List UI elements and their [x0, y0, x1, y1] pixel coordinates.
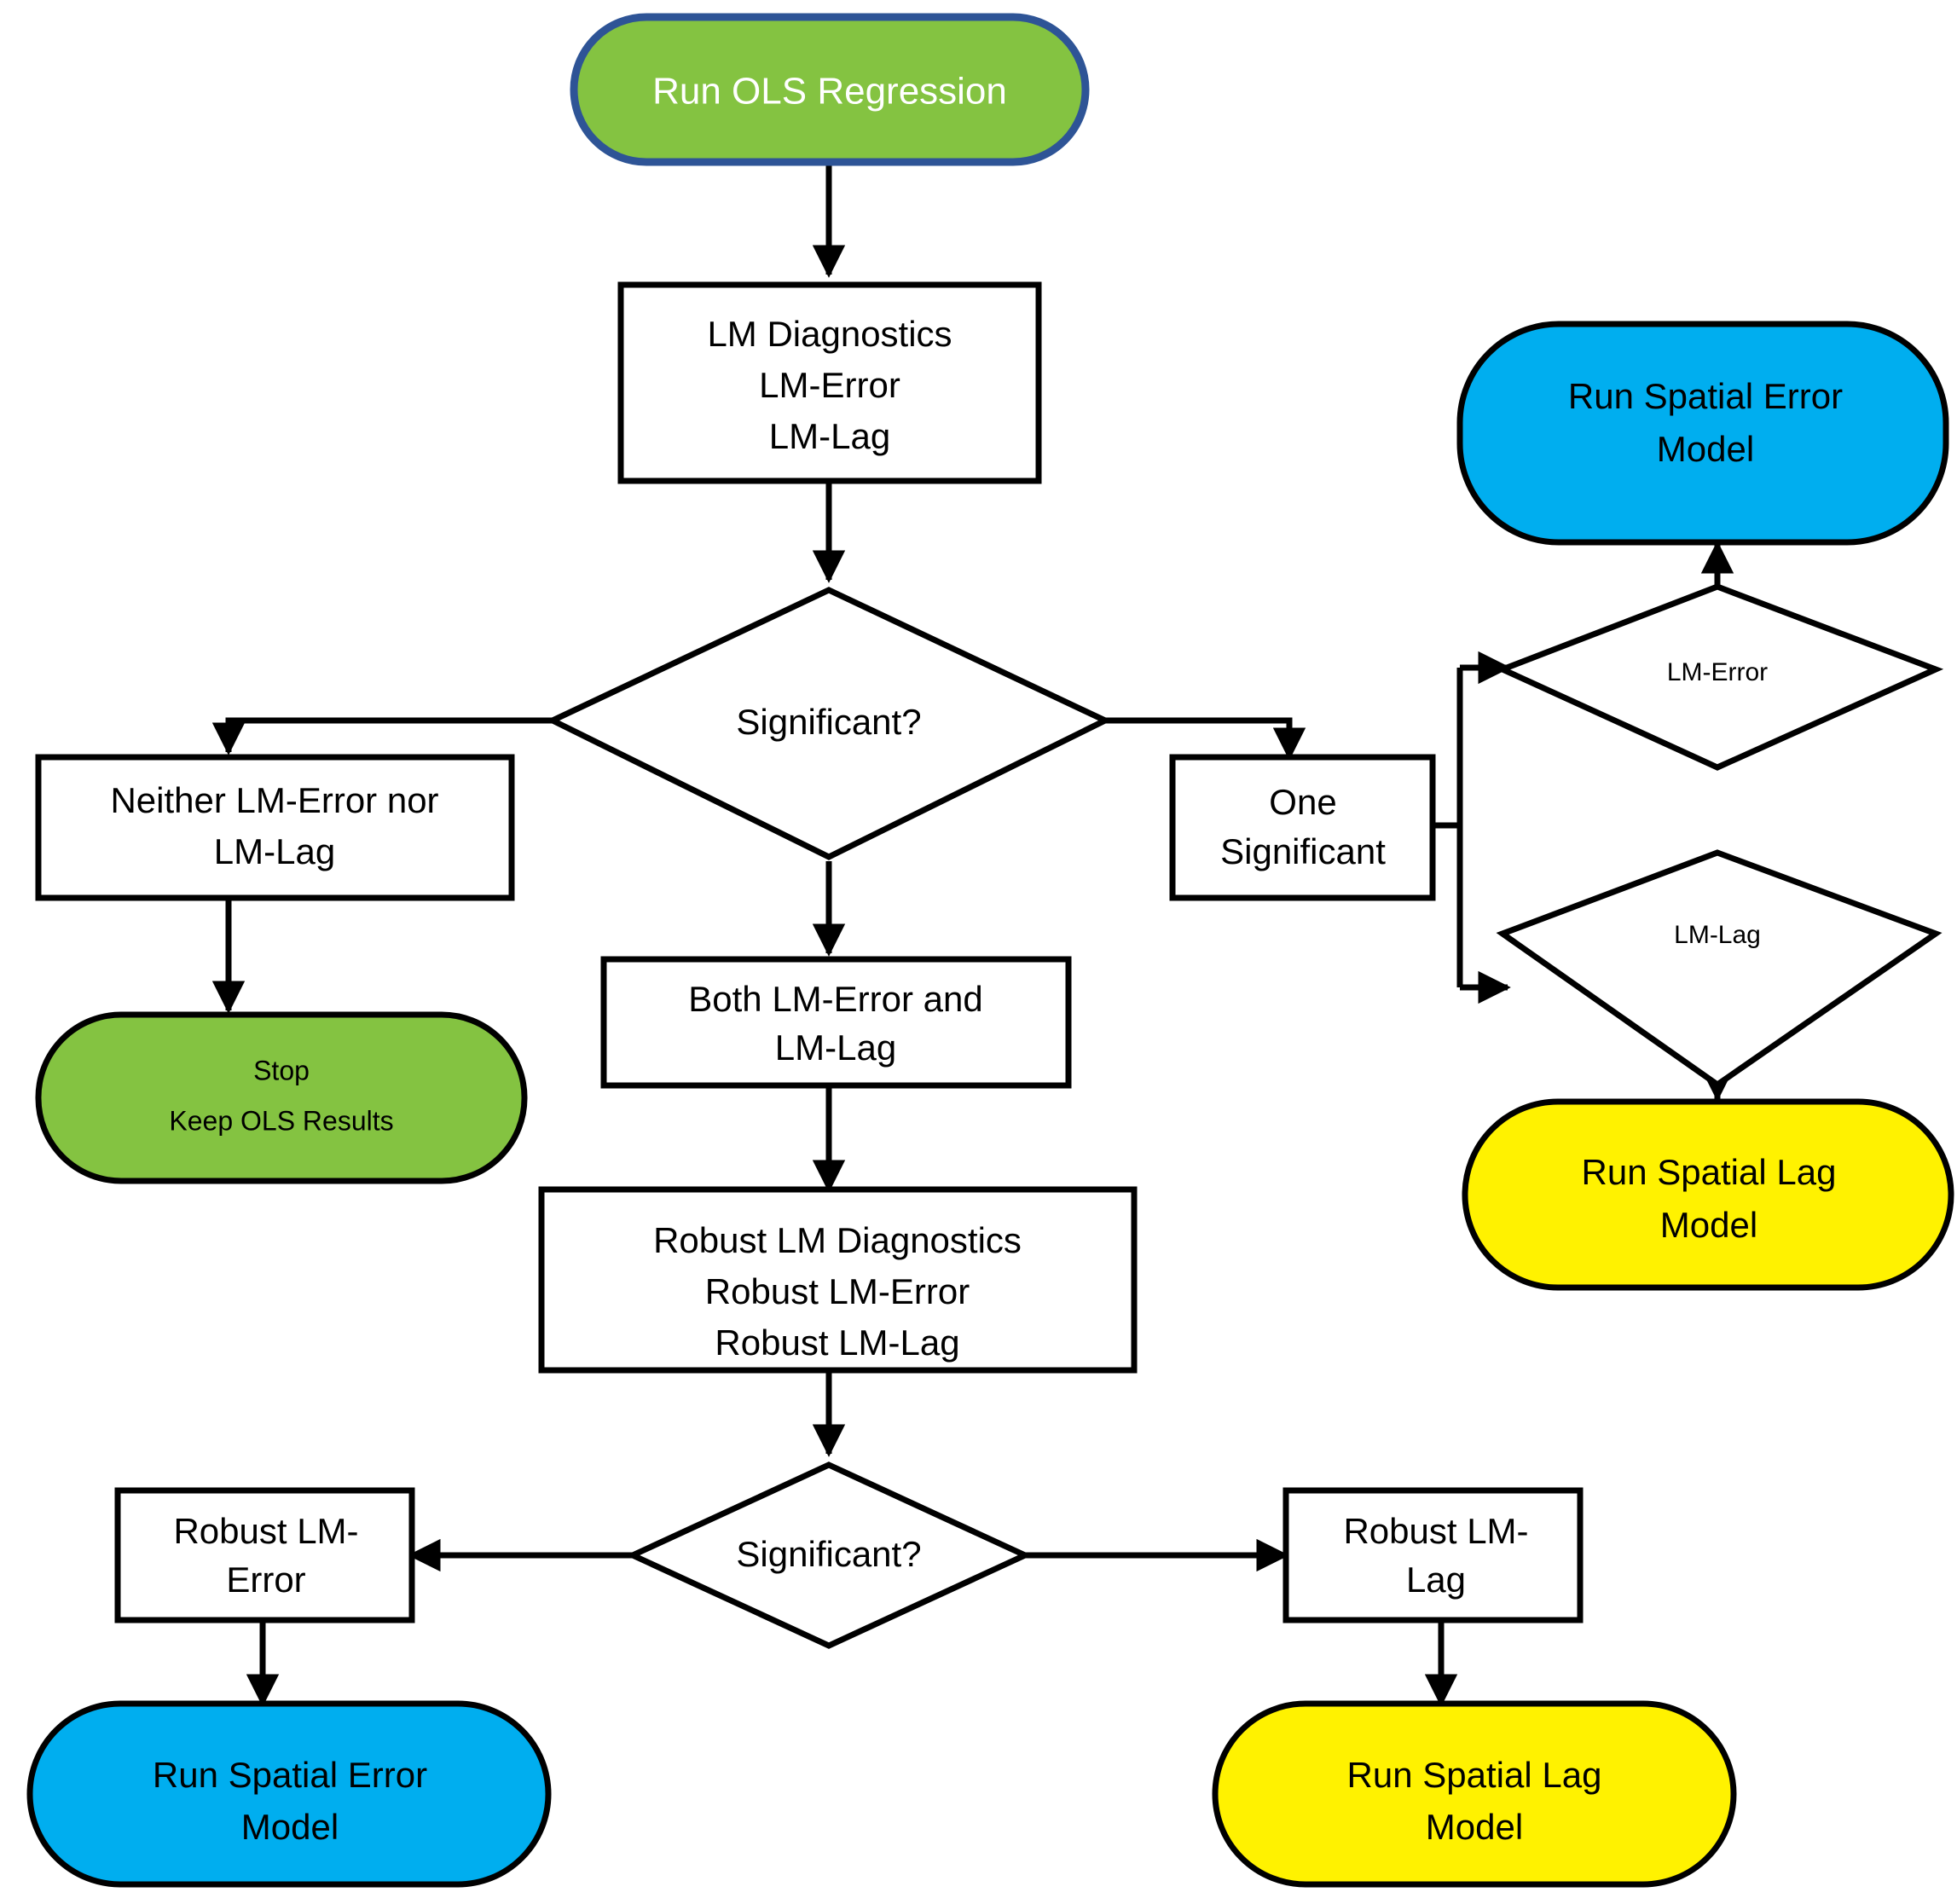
node-run-spatial-lag-model-bottom[interactable]: Run Spatial Lag Model [1212, 1700, 1737, 1888]
node-label-spatial-error-top-line1: Run Spatial Error [1568, 376, 1843, 416]
node-one-significant[interactable]: One Significant [1169, 754, 1436, 901]
node-run-spatial-error-model-top[interactable]: Run Spatial Error Model [1456, 321, 1949, 546]
node-label-both-line1: Both LM-Error and [688, 979, 982, 1019]
node-label-robustdiag-line3: Robust LM-Lag [715, 1322, 959, 1363]
node-both-lm-error-and-lm-lag[interactable]: Both LM-Error and LM-Lag [600, 956, 1072, 1089]
node-label-spatial-lag-bottom-line2: Model [1426, 1807, 1523, 1847]
node-label-spatial-error-bottom-line2: Model [241, 1807, 339, 1847]
node-label-robust-lm-error-line2: Error [226, 1560, 305, 1600]
node-label-robustdiag-line2: Robust LM-Error [705, 1271, 970, 1311]
node-label-decision-significant-2: Significant? [736, 1534, 921, 1574]
node-label-neither-line2: LM-Lag [214, 831, 335, 871]
node-label-one-significant-line2: Significant [1220, 831, 1386, 871]
node-run-ols-regression[interactable]: Run OLS Regression [570, 13, 1090, 166]
node-robust-lm-error[interactable]: Robust LM- Error [114, 1487, 415, 1623]
node-label-stop-line1: Stop [253, 1055, 310, 1085]
node-decision-significant-2[interactable]: Significant? [625, 1461, 1033, 1649]
node-label-spatial-lag-top-line2: Model [1660, 1205, 1757, 1245]
node-label-robust-lm-lag-line1: Robust LM- [1343, 1511, 1528, 1551]
node-label-lm-diagnostics-line3: LM-Lag [769, 416, 890, 456]
node-label-decision-significant-1: Significant? [736, 702, 921, 742]
node-label-both-line2: LM-Lag [775, 1027, 896, 1068]
node-label-spatial-lag-bottom-line1: Run Spatial Lag [1347, 1755, 1602, 1795]
node-lm-diagnostics[interactable]: LM Diagnostics LM-Error LM-Lag [617, 281, 1042, 484]
edge-decision1-to-onesig [1105, 717, 1306, 761]
node-label-one-significant-line1: One [1269, 782, 1336, 822]
node-label-stop-line2: Keep OLS Results [169, 1105, 393, 1136]
node-label-lm-diagnostics-line2: LM-Error [759, 365, 900, 405]
node-label-neither-line1: Neither LM-Error nor [110, 780, 438, 820]
node-label-robustdiag-line1: Robust LM Diagnostics [653, 1220, 1022, 1260]
node-label-lm-diagnostics-line1: LM Diagnostics [707, 314, 952, 354]
node-neither-lm-error-nor-lm-lag[interactable]: Neither LM-Error nor LM-Lag [35, 754, 515, 901]
node-lm-error-diamond[interactable]: LM-Error [1494, 583, 1944, 771]
node-label-lm-error-diamond: LM-Error [1667, 658, 1768, 686]
edge-decision1-to-neither [211, 717, 553, 755]
node-run-spatial-lag-model-top[interactable]: Run Spatial Lag Model [1462, 1098, 1954, 1291]
node-label-spatial-lag-top-line1: Run Spatial Lag [1582, 1152, 1837, 1192]
node-label-robust-lm-lag-line2: Lag [1406, 1560, 1466, 1600]
node-label-robust-lm-error-line1: Robust LM- [173, 1511, 358, 1551]
node-robust-lm-diagnostics[interactable]: Robust LM Diagnostics Robust LM-Error Ro… [538, 1186, 1138, 1374]
node-label-spatial-error-bottom-line1: Run Spatial Error [153, 1755, 427, 1795]
node-label-spatial-error-top-line2: Model [1657, 429, 1754, 469]
node-run-spatial-error-model-bottom[interactable]: Run Spatial Error Model [26, 1700, 552, 1888]
node-label-run-ols-regression: Run OLS Regression [652, 71, 1007, 113]
node-label-lm-lag-diamond: LM-Lag [1674, 921, 1761, 949]
node-stop-keep-ols-results[interactable]: Stop Keep OLS Results [35, 1011, 528, 1184]
node-robust-lm-lag[interactable]: Robust LM- Lag [1282, 1487, 1584, 1623]
node-decision-significant-1[interactable]: Significant? [545, 587, 1113, 860]
node-lm-lag-diamond[interactable]: LM-Lag [1496, 849, 1943, 1089]
